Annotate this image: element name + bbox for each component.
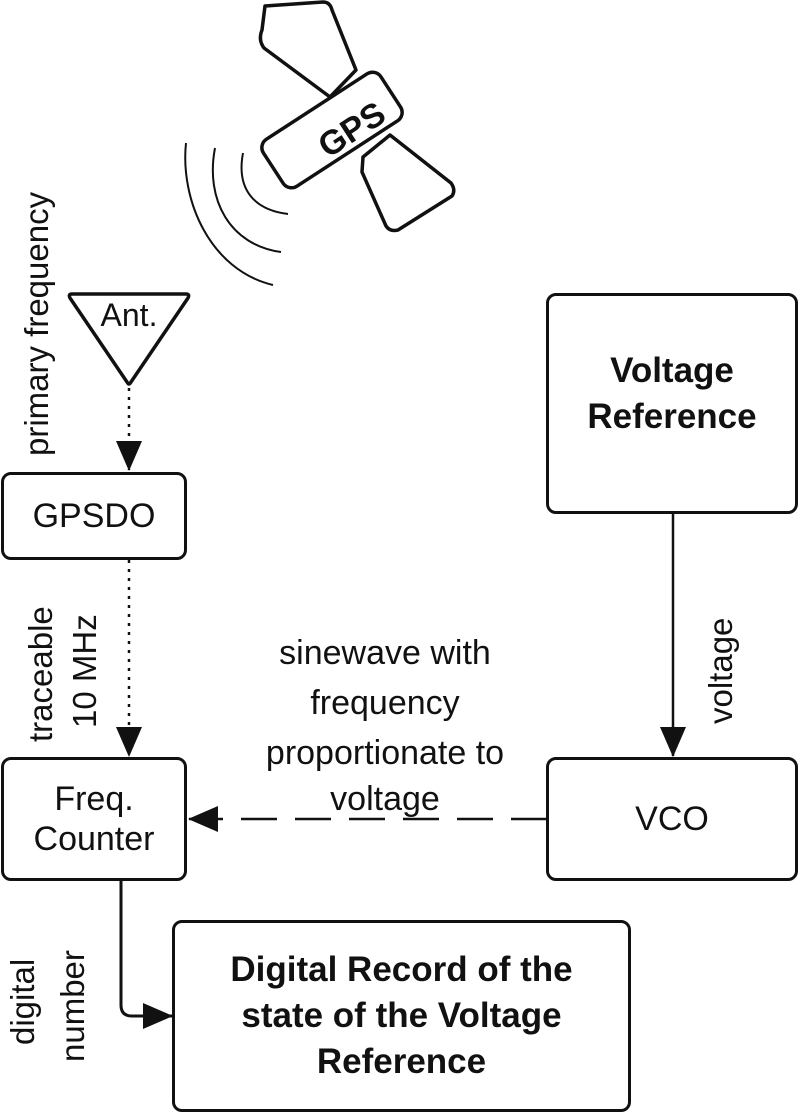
digital-record-label-line1: Digital Record of the — [230, 950, 573, 989]
digital-record-label-line2: state of the Voltage — [241, 996, 562, 1035]
antenna-triangle-icon — [67, 292, 191, 386]
voltage-reference-label-line2: Reference — [587, 397, 757, 436]
solar-panel-upper — [258, 0, 358, 99]
digital-record-node[interactable]: Digital Record of the state of the Volta… — [172, 920, 631, 1112]
vco-label: VCO — [635, 800, 709, 838]
solar-panel-lower — [360, 133, 456, 233]
freq-counter-node[interactable]: Freq. Counter — [1, 757, 187, 881]
freq-counter-label-line2: Counter — [33, 820, 155, 858]
satellite-body — [260, 70, 404, 190]
vco-node[interactable]: VCO — [546, 757, 798, 881]
voltage-reference-label-line1: Voltage — [610, 351, 734, 390]
signal-arc-inner — [240, 152, 289, 215]
edge-label-10mhz: 10 MHz — [66, 614, 103, 728]
edge-label-sinewave: sinewave with frequency proportionate to… — [230, 628, 540, 824]
edge-label-number: number — [54, 950, 91, 1062]
gpsdo-node[interactable]: GPSDO — [1, 472, 187, 560]
edge-label-traceable: traceable — [22, 606, 59, 742]
edge-label-voltage: voltage — [702, 617, 739, 724]
edge-label-sinewave-line3: proportionate to — [265, 734, 505, 772]
signal-arc-middle — [211, 147, 282, 253]
edge-counter-to-record — [119, 880, 173, 1029]
edge-label-sinewave-line1: sinewave with — [279, 634, 491, 672]
edge-label-digital: digital — [4, 958, 41, 1045]
edge-label-sinewave-line2: frequency — [310, 684, 460, 722]
signal-waves-icon — [184, 142, 289, 286]
satellite-icon — [258, 0, 456, 233]
signal-arc-outer — [184, 142, 274, 286]
gpsdo-label: GPSDO — [32, 497, 156, 535]
antenna-label: Ant. — [100, 297, 158, 333]
edge-label-primary-frequency: primary frequency — [18, 191, 55, 456]
edge-label-sinewave-line4: voltage — [330, 780, 440, 818]
freq-counter-label-line1: Freq. — [54, 780, 134, 818]
voltage-reference-node[interactable]: Voltage Reference — [546, 293, 798, 514]
digital-record-label-line3: Reference — [316, 1042, 487, 1081]
